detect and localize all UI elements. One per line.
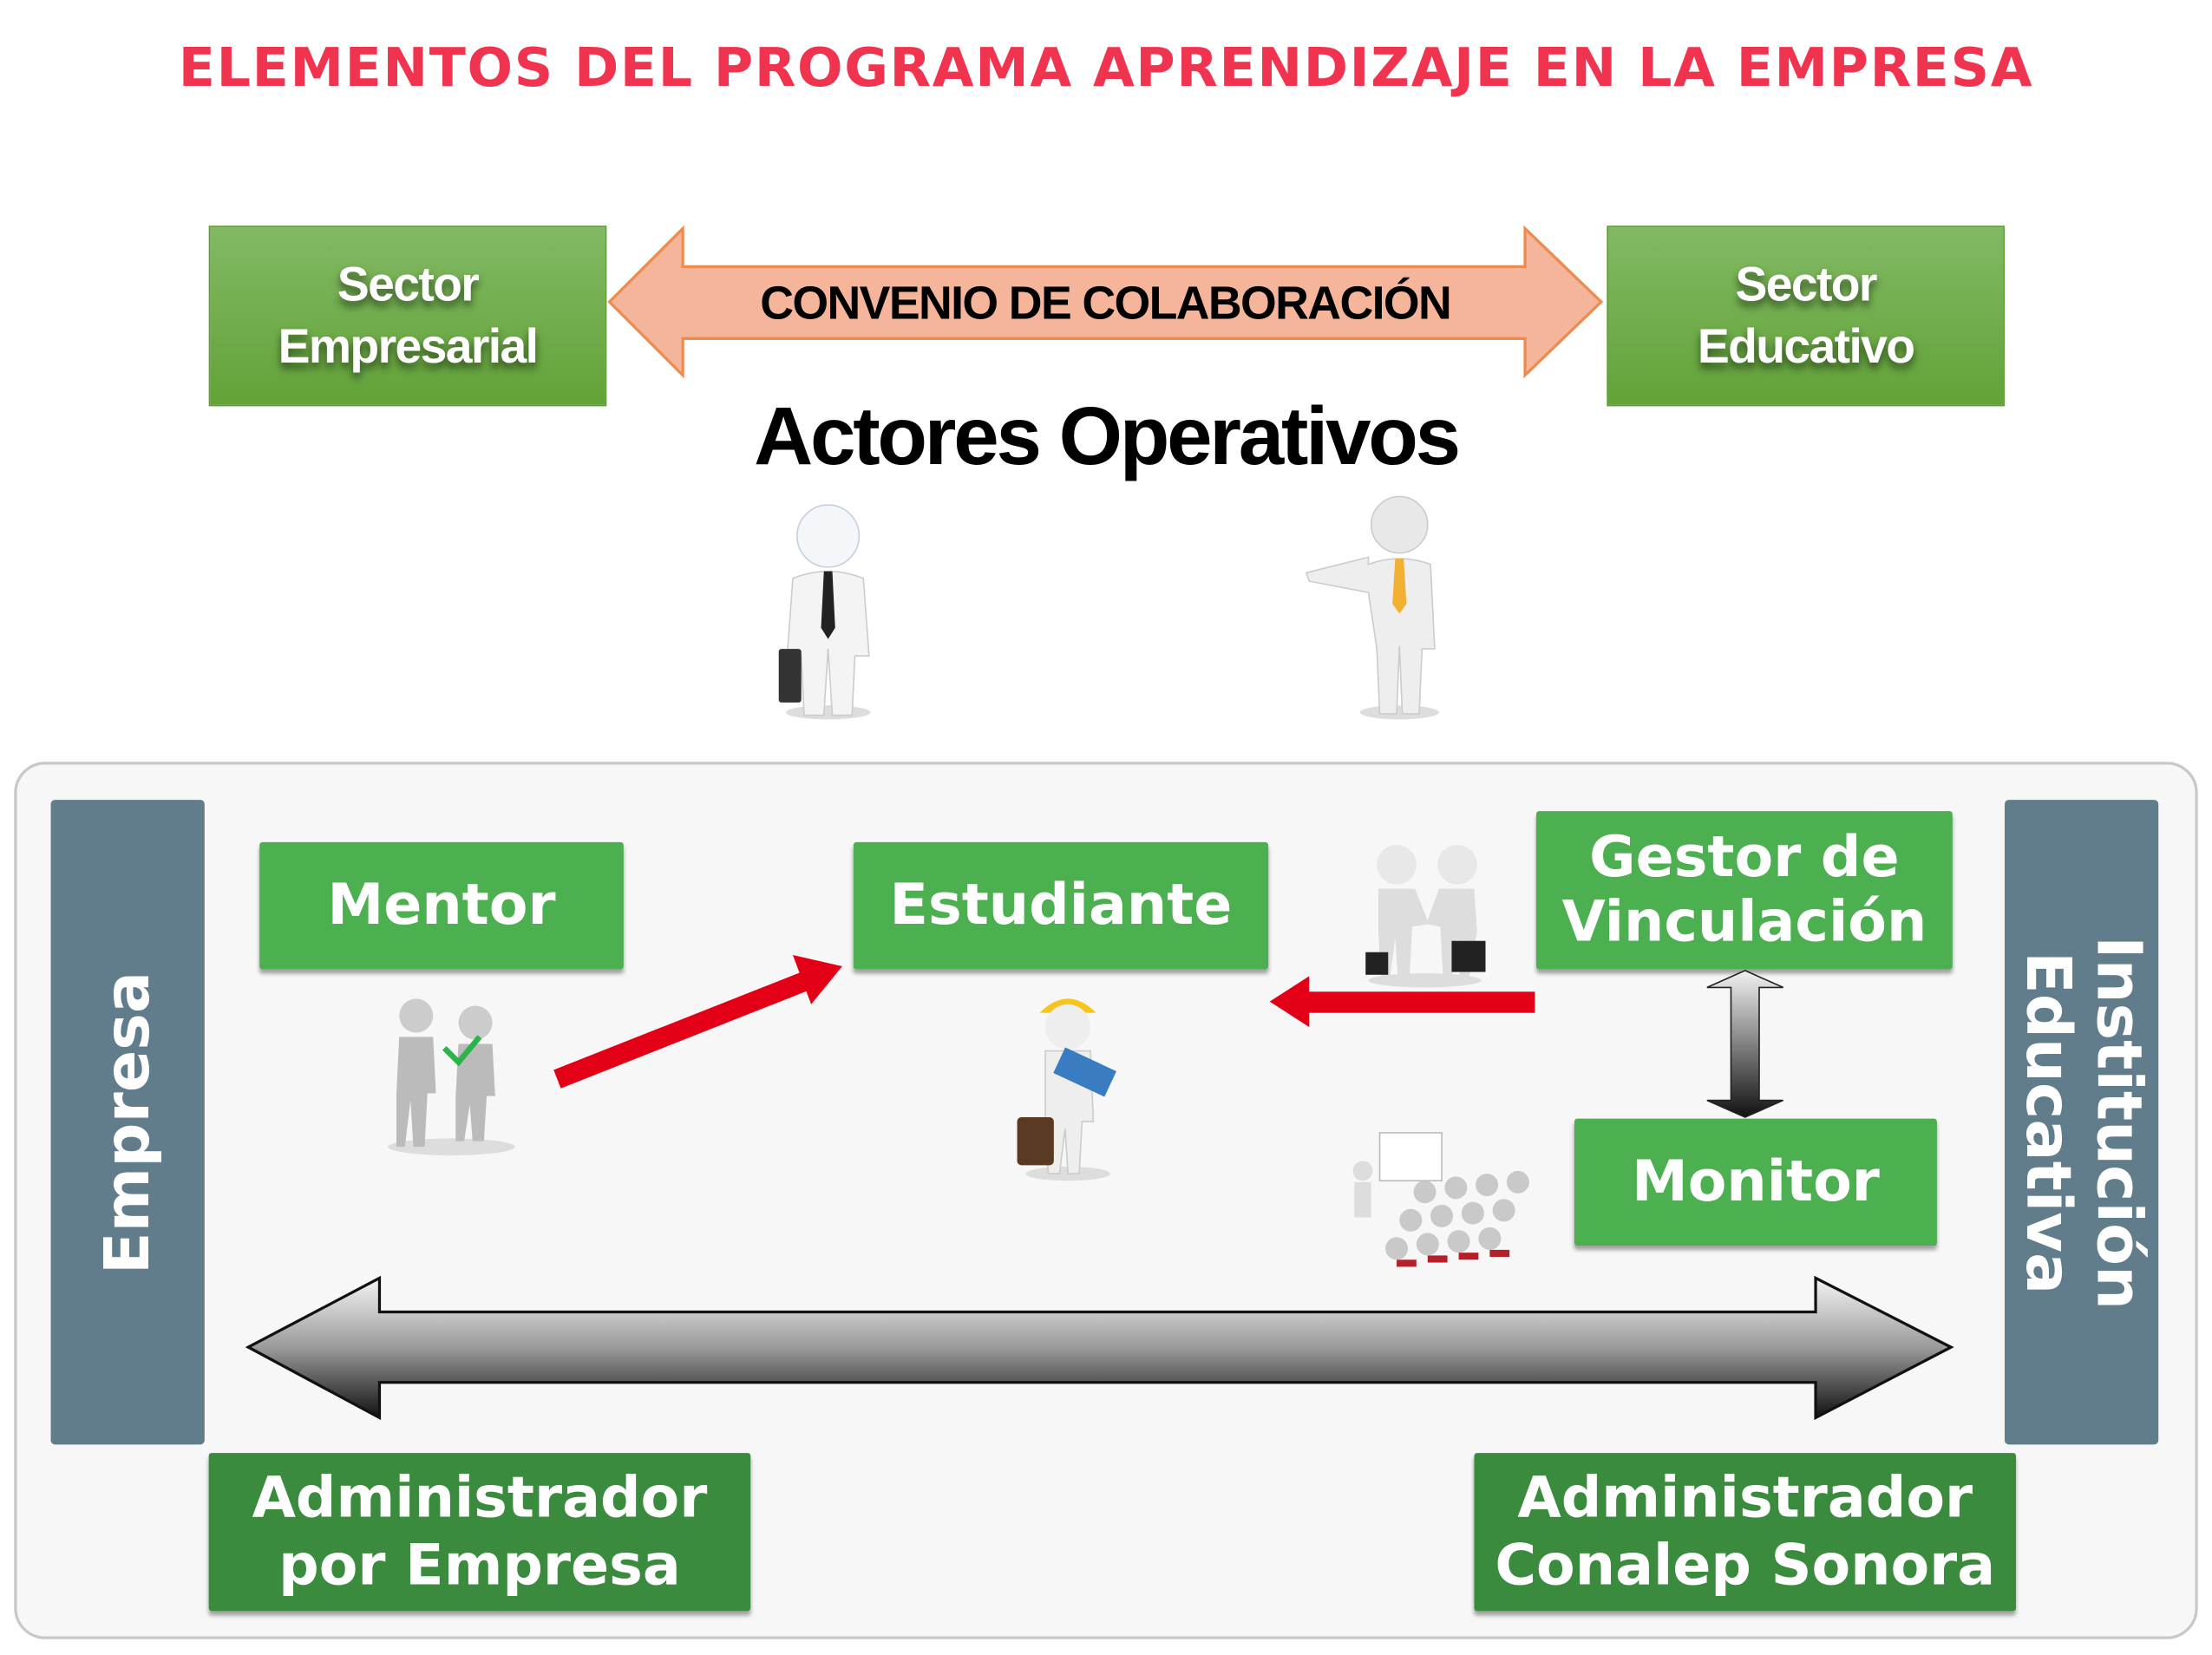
convenio-label: CONVENIO DE COLABORACIÓN <box>760 276 1451 329</box>
actores-heading: Actores Operativos <box>754 390 1461 483</box>
mentoring-figures-icon <box>388 998 515 1155</box>
gestor-vinculacion-box: Gestor de Vinculación <box>1536 811 1953 970</box>
audience-presentation-icon <box>1352 1132 1529 1267</box>
sector-educativo-box: Sector Educativo <box>1607 226 2005 407</box>
mentor-to-estudiante-arrow <box>553 955 842 1089</box>
estudiante-box: Estudiante <box>853 841 1269 970</box>
businessman-figure-icon <box>778 504 871 720</box>
page-title: ELEMENTOS DEL PROGRAMA APRENDIZAJE EN LA… <box>178 36 2034 99</box>
gestor-to-estudiante-arrow <box>1269 976 1535 1027</box>
gestor-monitor-double-arrow <box>1706 970 1783 1118</box>
monitor-label: Monitor <box>1631 1149 1880 1215</box>
empresa-bar: Empresa <box>50 800 205 1445</box>
estudiante-label: Estudiante <box>889 873 1233 939</box>
institucion-educativa-bar: Institución Educativa <box>2004 800 2159 1445</box>
admin-empresa-line1: Administrador <box>252 1465 708 1531</box>
admin-conalep-line2: Conalep Sonora <box>1495 1533 1996 1599</box>
sector-educativo-line1: Sector <box>1735 258 1877 312</box>
handshake-figures-icon <box>1365 845 1486 988</box>
mentor-box: Mentor <box>259 841 624 970</box>
sector-educativo-line2: Educativo <box>1697 320 1915 374</box>
presenter-figure-icon <box>1305 495 1439 720</box>
gestor-line2: Vinculación <box>1561 890 1927 956</box>
admin-conalep-line1: Administrador <box>1517 1465 1973 1531</box>
sector-empresarial-box: Sector Empresarial <box>208 226 607 407</box>
mentor-label: Mentor <box>327 873 556 939</box>
student-worker-figure-icon <box>1017 998 1116 1181</box>
administrador-empresa-box: Administrador por Empresa <box>208 1453 751 1612</box>
sector-empresarial-line1: Sector <box>337 258 480 312</box>
gestor-line1: Gestor de <box>1589 825 1900 891</box>
empresa-institucion-double-arrow <box>245 1275 1954 1421</box>
monitor-box: Monitor <box>1574 1118 1937 1246</box>
sector-empresarial-line2: Empresarial <box>278 320 539 374</box>
admin-empresa-line2: por Empresa <box>278 1533 681 1599</box>
administrador-conalep-box: Administrador Conalep Sonora <box>1474 1453 2016 1612</box>
